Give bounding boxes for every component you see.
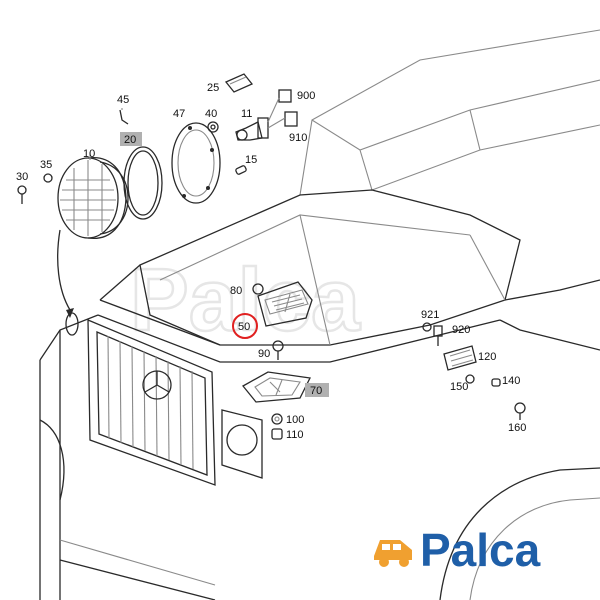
side-indicator-assembly (422, 322, 526, 420)
highlight-box-20 (120, 132, 142, 146)
vehicle-outline (39, 29, 600, 600)
label-part-11: 11 (241, 108, 252, 120)
label-part-25: 25 (207, 82, 219, 94)
label-part-50: 50 (238, 321, 250, 333)
label-part-120: 120 (478, 351, 496, 363)
watermark-text: Palca (130, 250, 361, 349)
label-part-80: 80 (230, 285, 242, 297)
label-part-921: 921 (421, 309, 439, 321)
highlight-circle-50 (232, 313, 258, 339)
turn-signal-assembly (252, 281, 313, 360)
label-part-47: 47 (173, 108, 185, 120)
label-part-35: 35 (40, 159, 52, 171)
label-part-900: 900 (297, 90, 315, 102)
label-part-45: 45 (117, 94, 129, 106)
part-labels: 45 10 20 35 30 47 40 25 11 15 900 910 80… (16, 82, 526, 441)
label-part-10: 10 (83, 148, 95, 160)
label-part-110: 110 (286, 429, 304, 441)
label-part-30: 30 (16, 171, 28, 183)
label-part-90: 90 (258, 348, 270, 360)
label-part-150: 150 (450, 381, 468, 393)
label-part-15: 15 (245, 154, 257, 166)
highlight-box-70 (305, 383, 329, 397)
label-part-20: 20 (124, 134, 136, 146)
logo-text: Palca (420, 524, 541, 576)
label-part-70: 70 (310, 385, 322, 397)
label-part-140: 140 (502, 375, 520, 387)
palca-logo: Palca (374, 524, 541, 576)
label-part-920: 920 (452, 324, 470, 336)
label-part-40: 40 (205, 108, 217, 120)
label-part-910: 910 (289, 132, 307, 144)
label-part-160: 160 (508, 422, 526, 434)
label-part-100: 100 (286, 414, 304, 426)
headlight-assembly (17, 73, 298, 318)
